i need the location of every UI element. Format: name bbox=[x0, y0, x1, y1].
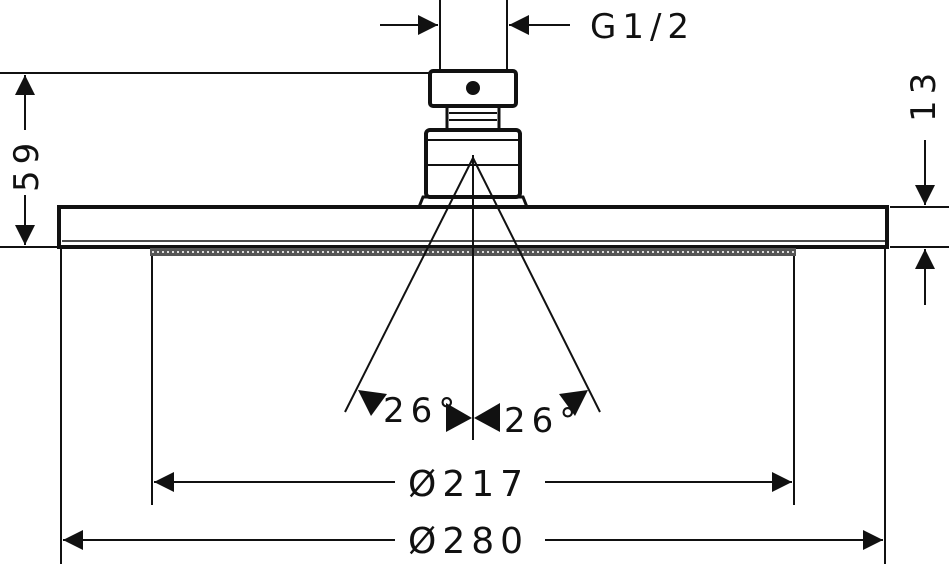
height-label: 59 bbox=[7, 137, 47, 192]
spray-angle-left-label: 26° bbox=[383, 391, 461, 431]
angle-arrow bbox=[446, 403, 472, 432]
connection-label: G1/2 bbox=[590, 7, 695, 47]
connector-hole bbox=[466, 81, 480, 95]
spray-cone-left bbox=[344, 157, 474, 413]
spray-angle-right-label: 26° bbox=[504, 401, 582, 441]
angle-arrow bbox=[358, 390, 387, 416]
connector-thread bbox=[445, 104, 501, 132]
head-diameter-label: Ø280 bbox=[408, 521, 529, 562]
angle-arrow bbox=[474, 403, 500, 432]
spray-diameter-label: Ø217 bbox=[408, 464, 529, 505]
spray-cone-right bbox=[472, 157, 601, 413]
angle-arrow bbox=[559, 390, 588, 416]
thickness-label: 13 bbox=[904, 67, 944, 122]
